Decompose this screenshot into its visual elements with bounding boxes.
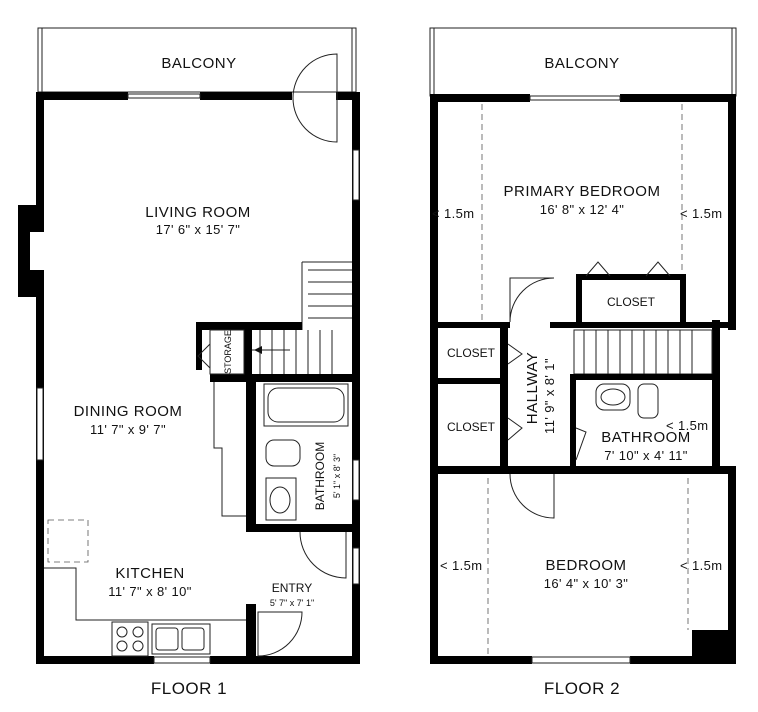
floor1-stairs	[252, 261, 352, 374]
floor2-plan	[429, 27, 737, 664]
floor2-bedroom-dims: 16' 4" x 10' 3"	[544, 576, 629, 591]
floor2-closet-primary-label: CLOSET	[607, 295, 656, 309]
floor1-dining-room-label: DINING ROOM	[74, 403, 183, 420]
floor1-living-room-label: LIVING ROOM	[145, 204, 251, 221]
floor1-bathroom-dims: 5' 1" x 8' 3"	[332, 454, 342, 498]
height-marker-bedroom-right: < 1.5m	[680, 558, 723, 573]
floor1-dining-room-dims: 11' 7" x 9' 7"	[90, 422, 166, 437]
floor2-bathroom-dims: 7' 10" x 4' 11"	[604, 448, 688, 463]
floor1-title: FLOOR 1	[151, 679, 227, 698]
floor1-plan	[18, 27, 360, 664]
floor2-bedroom-label: BEDROOM	[545, 557, 626, 574]
floor1-entry-dims: 5' 7" x 7' 1"	[270, 598, 314, 608]
floor2-primary-bedroom-label: PRIMARY BEDROOM	[504, 183, 661, 200]
floor2-balcony-label: BALCONY	[544, 55, 619, 72]
floor2-closet-upper-label: CLOSET	[447, 346, 496, 360]
floor1-kitchen-label: KITCHEN	[115, 565, 184, 582]
floor2-closet-lower-label: CLOSET	[447, 420, 496, 434]
height-marker-bath: < 1.5m	[666, 418, 709, 433]
height-marker-bedroom-left: < 1.5m	[440, 558, 483, 573]
floor2-hallway-label: HALLWAY	[524, 352, 541, 424]
height-marker-primary-left: < 1.5m	[432, 206, 475, 221]
floor1-kitchen-dims: 11' 7" x 8' 10"	[108, 584, 192, 599]
floor2-title: FLOOR 2	[544, 679, 620, 698]
floor2-bathroom-label: BATHROOM	[601, 429, 691, 446]
floor1-entry-label: ENTRY	[272, 581, 312, 595]
floor1-storage-label: STORAGE	[223, 330, 233, 374]
floor1-bathroom-label: BATHROOM	[313, 442, 327, 510]
height-marker-primary-right: < 1.5m	[680, 206, 723, 221]
floor1-living-room-dims: 17' 6" x 15' 7"	[156, 222, 241, 237]
floor1-balcony-label: BALCONY	[161, 55, 236, 72]
floor2-hallway-dims: 11' 9" x 8' 1"	[542, 358, 557, 434]
floor2-primary-bedroom-dims: 16' 8" x 12' 4"	[540, 202, 625, 217]
